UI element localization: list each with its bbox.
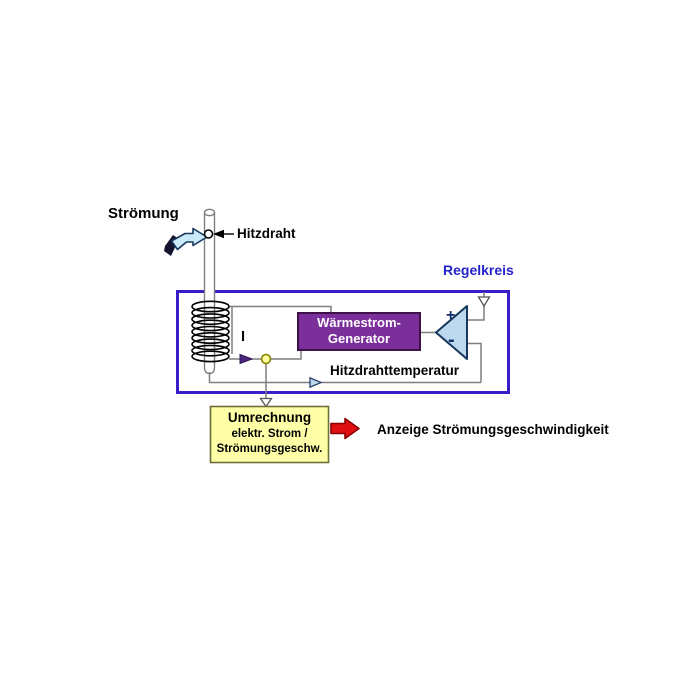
converter-label: Umrechnung elektr. Strom / Strömungsgesc… <box>210 409 329 457</box>
generator-box <box>297 312 421 351</box>
wire-minus-input <box>467 342 482 383</box>
junction-node <box>260 353 272 365</box>
wire-feedback <box>208 372 481 384</box>
feedback-label: Hitzdrahttemperatur <box>330 363 460 378</box>
converter-label-line3: Strömungsgeschw. <box>216 443 323 455</box>
setpoint-arrowhead-icon <box>477 296 491 308</box>
wire-coil-to-generator-top <box>229 305 332 313</box>
comparator-plus-sign: + <box>446 307 456 324</box>
feedback-arrowhead-icon <box>309 376 323 389</box>
control-loop-title: Regelkreis <box>443 262 514 278</box>
comparator-triangle <box>435 305 468 360</box>
heater-coil <box>191 300 230 363</box>
comparator-minus-sign: - <box>448 329 455 351</box>
generator-label: Wärmestrom- Generator <box>298 315 420 347</box>
display-arrow-icon <box>330 417 360 440</box>
converter-input-arrowhead-icon <box>259 397 273 408</box>
generator-label-line2: Generator <box>327 331 391 346</box>
hot-wire-label: Hitzdraht <box>237 226 296 241</box>
current-label: I <box>241 329 246 345</box>
flow-arrow-icon <box>170 227 208 251</box>
hitzdraht-pointer-arrow <box>213 229 234 239</box>
converter-label-line2: elektr. Strom / <box>231 428 308 440</box>
output-label: Anzeige Strömungsgeschwindigkeit <box>377 422 609 437</box>
current-arrowhead-icon <box>239 353 254 365</box>
hot-wire-marker <box>203 229 214 239</box>
flow-label: Strömung <box>108 205 179 222</box>
converter-box <box>209 405 330 464</box>
converter-label-line1: Umrechnung <box>227 410 312 425</box>
circuit-wires <box>208 292 485 400</box>
generator-label-line1: Wärmestrom- <box>317 315 401 330</box>
